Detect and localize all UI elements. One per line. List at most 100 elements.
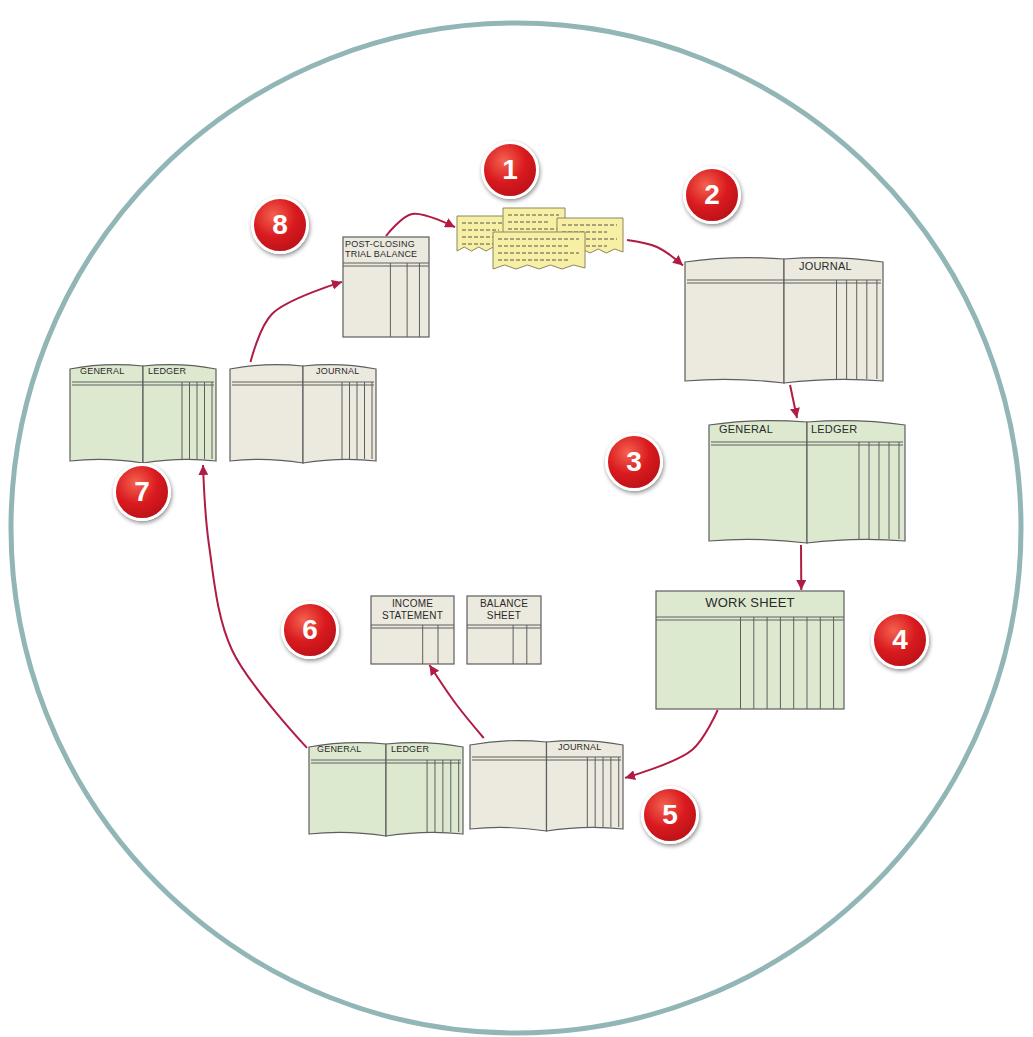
- column-line: [820, 617, 821, 709]
- document-title: WORK SHEET: [659, 596, 841, 611]
- source-documents: 1: [455, 208, 627, 272]
- book-page: [685, 258, 784, 383]
- paper-text-line: [498, 239, 579, 240]
- sheet-outline: [371, 596, 454, 664]
- column-line: [603, 757, 604, 827]
- column-line: [846, 280, 847, 379]
- rule-line: [72, 385, 214, 386]
- book-shape: [68, 362, 218, 465]
- rule-line: [371, 628, 454, 629]
- column-line: [618, 757, 619, 827]
- papers-shape: [455, 208, 627, 272]
- column-line: [587, 757, 588, 827]
- column-line: [212, 382, 213, 459]
- column-line: [876, 280, 877, 379]
- column-line: [859, 442, 860, 539]
- journal-book: 5JOURNAL: [468, 738, 625, 833]
- column-line: [526, 625, 527, 664]
- book-page: [230, 365, 303, 463]
- column-line: [833, 617, 834, 709]
- paper-text-line: [498, 260, 569, 261]
- flow-arrow: [627, 240, 683, 265]
- column-line: [513, 625, 514, 664]
- document-title: POST-CLOSING TRIAL BALANCE: [345, 239, 427, 260]
- journal-book: 2JOURNAL: [683, 255, 885, 385]
- column-line: [610, 757, 611, 827]
- column-line: [866, 280, 867, 379]
- book-shape: [228, 362, 378, 465]
- column-line: [422, 625, 423, 664]
- post-closing-trial-balance: 8POST-CLOSING TRIAL BALANCE: [342, 236, 430, 338]
- rule-line: [467, 628, 541, 629]
- paper-text-line: [498, 253, 579, 254]
- paper-text-line: [498, 246, 569, 247]
- paper-slip: [493, 232, 585, 269]
- column-line: [419, 263, 420, 337]
- book-page: [784, 258, 883, 383]
- column-line: [780, 617, 781, 709]
- column-line: [450, 760, 451, 832]
- column-line: [595, 757, 596, 827]
- rule-line: [656, 620, 844, 621]
- document-title: BALANCE SHEET: [469, 598, 539, 621]
- column-line: [767, 617, 768, 709]
- rule-line: [711, 442, 903, 443]
- flow-arrow: [800, 545, 802, 590]
- column-line: [182, 382, 183, 459]
- callout-number: 8: [251, 196, 309, 254]
- ledger-book: GENERALLEDGER: [307, 740, 465, 838]
- column-line: [438, 625, 439, 664]
- column-line: [458, 760, 459, 832]
- column-line: [197, 382, 198, 459]
- column-line: [889, 442, 890, 539]
- rule-line: [472, 757, 621, 758]
- document-title: JOURNAL: [799, 260, 879, 273]
- outer-ring: [11, 23, 1021, 1033]
- document-title: LEDGER: [811, 423, 875, 436]
- rule-line: [687, 280, 881, 281]
- paper-text-line: [508, 215, 559, 216]
- column-line: [856, 280, 857, 379]
- callout-number: 6: [281, 601, 339, 659]
- book-page: [143, 365, 216, 463]
- document-title: GENERAL: [317, 744, 375, 754]
- column-line: [740, 617, 741, 709]
- rule-line: [472, 760, 621, 761]
- column-line: [204, 382, 205, 459]
- column-line: [349, 382, 350, 459]
- book-page: [807, 421, 905, 543]
- callout-number: 2: [683, 166, 741, 224]
- callout-number: 7: [113, 463, 171, 521]
- rule-line: [687, 283, 881, 284]
- column-line: [407, 263, 408, 337]
- flow-arrow: [625, 710, 718, 778]
- rule-line: [311, 763, 461, 764]
- rule-line: [371, 625, 454, 626]
- paper-text-line: [462, 230, 499, 231]
- book-shape: [307, 740, 465, 838]
- document-title: GENERAL: [80, 366, 136, 376]
- ledger-book: 3GENERALLEDGER: [707, 418, 907, 545]
- book-shape: [468, 738, 625, 833]
- rule-line: [711, 445, 903, 446]
- rule-line: [343, 266, 429, 267]
- balance-sheet: BALANCE SHEET: [466, 595, 542, 665]
- sheet-outline: [343, 237, 429, 337]
- flow-arrow: [430, 665, 484, 738]
- column-line: [442, 760, 443, 832]
- column-line: [342, 382, 343, 459]
- column-line: [753, 617, 754, 709]
- book-page: [303, 365, 376, 463]
- column-line: [793, 617, 794, 709]
- column-line: [836, 280, 837, 379]
- sheet-outline: [467, 596, 541, 664]
- document-title: JOURNAL: [316, 366, 374, 376]
- work-sheet: 4WORK SHEET: [655, 590, 845, 710]
- callout-number: 5: [641, 786, 699, 844]
- rule-line: [467, 625, 541, 626]
- column-line: [372, 382, 373, 459]
- journal-book: JOURNAL: [228, 362, 378, 465]
- column-line: [364, 382, 365, 459]
- callout-number: 1: [481, 141, 539, 199]
